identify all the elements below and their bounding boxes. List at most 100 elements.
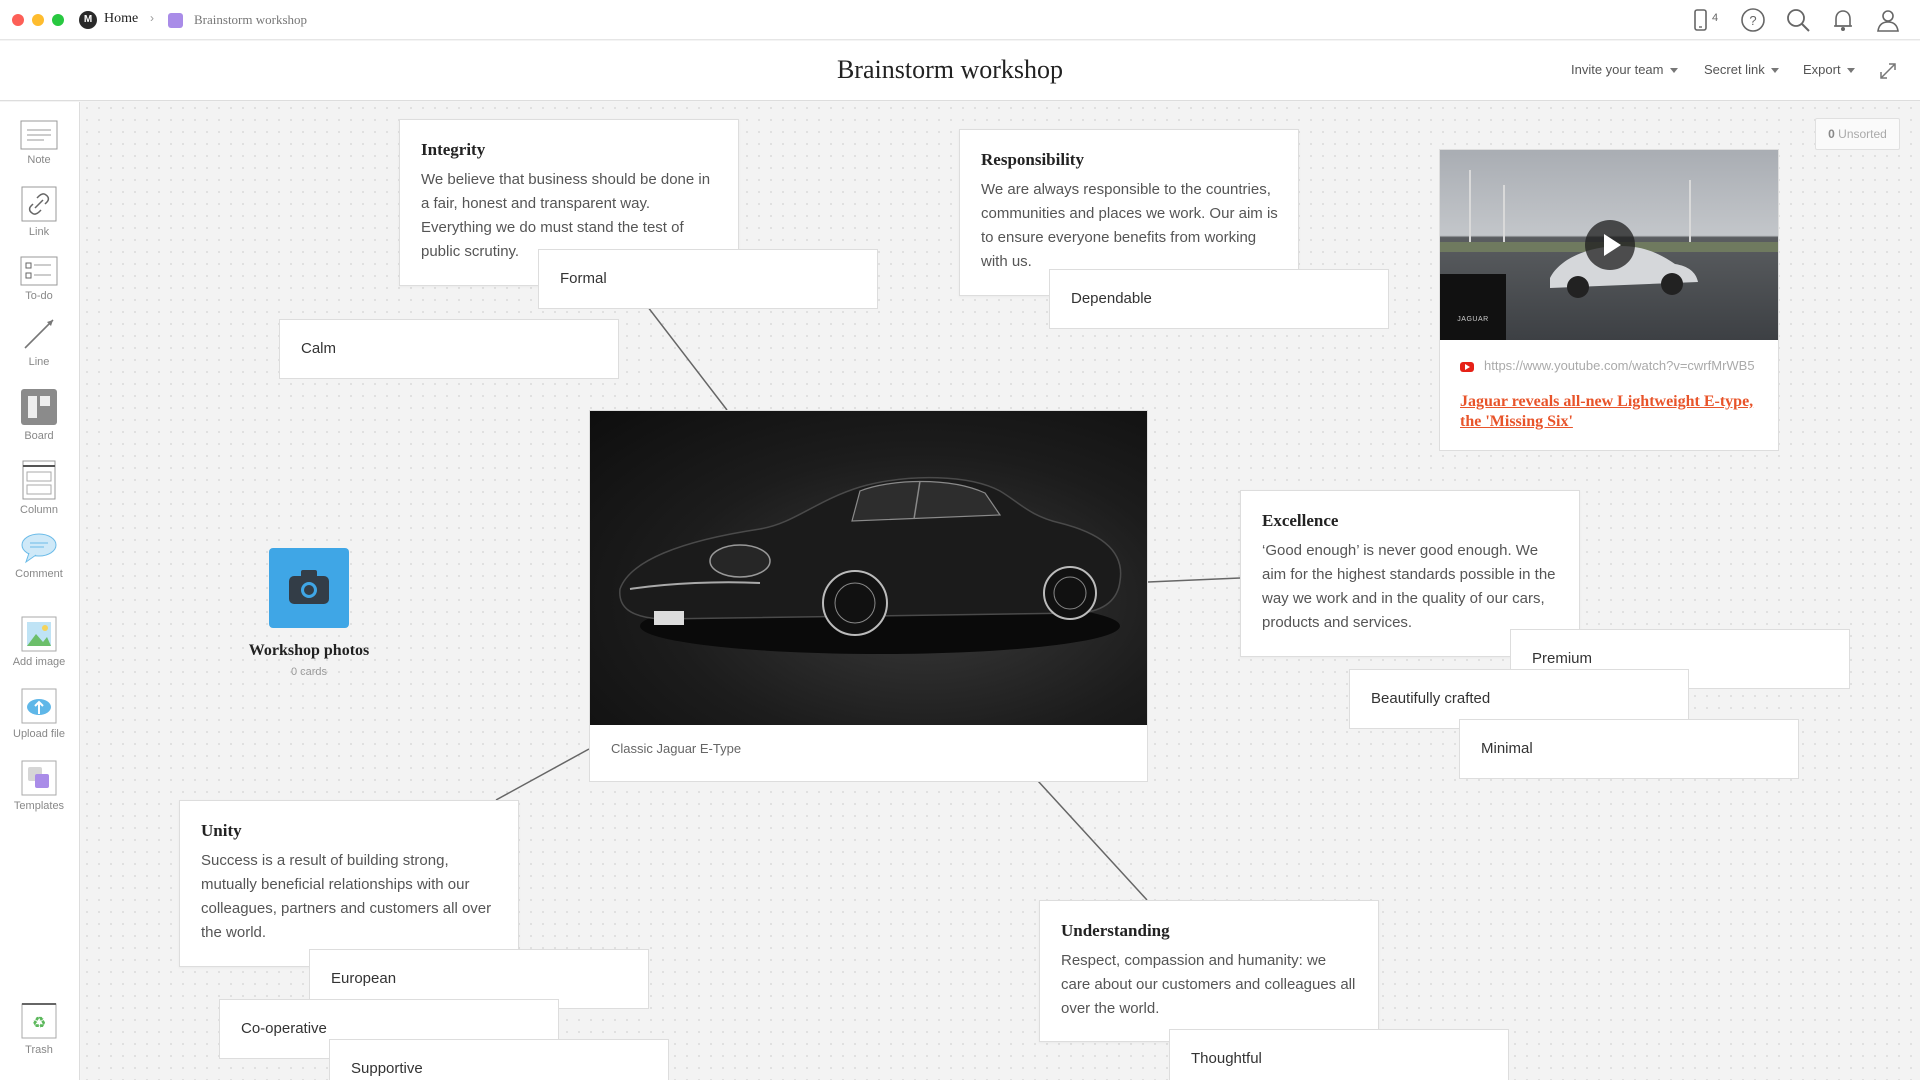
image-caption[interactable]: Classic Jaguar E-Type [611, 741, 742, 756]
connector-line[interactable] [1037, 780, 1148, 901]
tool-column-label: Column [20, 504, 58, 516]
connector-line[interactable] [1147, 577, 1241, 583]
trash-icon: ♻ [21, 1003, 57, 1039]
tool-board-label: Board [24, 430, 54, 442]
card-body: ‘Good enough’ is never good enough. We a… [1262, 542, 1556, 631]
card-body: We believe that business should be done … [421, 171, 711, 260]
card-excellence[interactable]: Excellence ‘Good enough’ is never good e… [1240, 490, 1580, 657]
line-icon [24, 319, 54, 349]
card-title: Unity [201, 821, 242, 840]
tool-templates-label: Templates [13, 800, 65, 812]
tool-todo-label: To-do [25, 290, 53, 302]
tool-add-image[interactable]: Add image [0, 616, 78, 668]
svg-text:♻: ♻ [32, 1013, 46, 1032]
label-supportive[interactable]: Supportive [329, 1039, 669, 1080]
chevron-down-icon [1770, 68, 1779, 74]
unsorted-counter[interactable]: 0 Unsorted [1815, 118, 1900, 150]
card-unity[interactable]: Unity Success is a result of building st… [179, 800, 519, 967]
tool-upload-file-label: Upload file [13, 728, 65, 740]
tool-templates[interactable]: Templates [0, 760, 78, 812]
connector-line[interactable] [495, 748, 590, 801]
window-minimize-button[interactable] [32, 14, 44, 26]
link-icon [21, 186, 57, 222]
invite-team-label: Invite your team [1571, 62, 1664, 77]
card-body: Success is a result of building strong, … [201, 852, 492, 941]
workshop-photos-board[interactable] [269, 548, 349, 628]
invite-team-menu[interactable]: Invite your team [1571, 62, 1678, 77]
page-title[interactable]: Brainstorm workshop [836, 55, 1064, 84]
help-icon[interactable]: ? [1739, 6, 1767, 34]
car-photo-illustration [619, 476, 1122, 654]
workshop-photos-title[interactable]: Workshop photos [248, 642, 370, 659]
jaguar-logo-icon: JAGUAR [1440, 274, 1506, 340]
breadcrumb-board[interactable]: Brainstorm workshop [194, 12, 308, 27]
app-logo-icon[interactable]: M [79, 11, 97, 29]
camera-icon [289, 570, 329, 604]
video-card[interactable]: JAGUAR https://www.youtube.com/watch?v=c… [1439, 149, 1779, 451]
card-title: Integrity [421, 140, 486, 159]
chevron-down-icon [1669, 68, 1678, 74]
tool-link[interactable]: Link [0, 186, 78, 238]
export-menu[interactable]: Export [1803, 62, 1855, 77]
board-tool-icon [21, 389, 57, 425]
tool-trash[interactable]: ♻ Trash [0, 1000, 78, 1056]
card-understanding[interactable]: Understanding Respect, compassion and hu… [1039, 900, 1379, 1042]
board-icon [168, 13, 183, 28]
tool-column[interactable]: Column [0, 460, 78, 516]
tool-comment[interactable]: Comment [0, 532, 78, 580]
templates-icon [21, 760, 57, 796]
device-icon[interactable] [1686, 6, 1714, 34]
label-thoughtful[interactable]: Thoughtful [1169, 1029, 1509, 1080]
tool-todo[interactable]: To-do [0, 256, 78, 302]
svg-text:?: ? [1749, 13, 1756, 28]
breadcrumb-separator: › [150, 11, 154, 25]
video-url[interactable]: https://www.youtube.com/watch?v=cwrfMrWB… [1484, 358, 1755, 373]
comment-icon [21, 533, 57, 564]
secret-link-label: Secret link [1704, 62, 1765, 77]
label-calm[interactable]: Calm [279, 319, 619, 379]
bell-icon[interactable] [1829, 6, 1857, 34]
play-icon[interactable] [1585, 220, 1635, 270]
tool-comment-label: Comment [15, 568, 63, 580]
board-canvas[interactable]: 0 Unsorted Integrity We believe that bus… [81, 102, 1920, 1080]
note-icon [20, 120, 58, 150]
tool-add-image-label: Add image [12, 656, 66, 668]
image-card[interactable]: Classic Jaguar E-Type [589, 410, 1148, 782]
label-dependable[interactable]: Dependable [1049, 269, 1389, 329]
unsorted-label: Unsorted [1834, 127, 1887, 141]
tool-line[interactable]: Line [0, 316, 78, 368]
device-count: 4 [1712, 12, 1719, 24]
card-title: Excellence [1262, 511, 1339, 530]
search-icon[interactable] [1784, 6, 1812, 34]
secret-link-menu[interactable]: Secret link [1704, 62, 1779, 77]
tool-note-label: Note [27, 154, 51, 166]
video-thumbnail[interactable]: JAGUAR [1440, 150, 1778, 340]
tool-board[interactable]: Board [0, 388, 78, 442]
card-title: Understanding [1061, 921, 1170, 940]
car-image[interactable] [590, 411, 1147, 725]
chevron-down-icon [1846, 68, 1855, 74]
upload-icon [21, 688, 57, 724]
breadcrumb-home[interactable]: Home [104, 11, 139, 26]
export-label: Export [1803, 62, 1841, 77]
card-body: We are always responsible to the countri… [981, 181, 1278, 270]
fullscreen-icon[interactable] [1877, 60, 1899, 82]
label-minimal[interactable]: Minimal [1459, 719, 1799, 779]
title-bar: M Home › Brainstorm workshop 4 ? [0, 0, 1920, 40]
unsorted-count: 0 [1828, 127, 1835, 141]
connector-lines [495, 284, 1241, 901]
tool-note[interactable]: Note [0, 120, 78, 166]
window-close-button[interactable] [12, 14, 24, 26]
video-title-link[interactable]: Jaguar reveals all-new Lightweight E-typ… [1460, 393, 1754, 430]
window-maximize-button[interactable] [52, 14, 64, 26]
user-icon[interactable] [1874, 6, 1902, 34]
card-responsibility[interactable]: Responsibility We are always responsible… [959, 129, 1299, 296]
checklist-icon [20, 256, 58, 286]
image-icon [21, 616, 57, 652]
tool-trash-label: Trash [25, 1044, 53, 1056]
label-formal[interactable]: Formal [538, 249, 878, 309]
tool-upload-file[interactable]: Upload file [0, 688, 78, 740]
board-header: Brainstorm workshop Invite your team Sec… [0, 41, 1920, 101]
tool-line-label: Line [28, 356, 50, 368]
workshop-photos-count: 0 cards [290, 666, 328, 678]
